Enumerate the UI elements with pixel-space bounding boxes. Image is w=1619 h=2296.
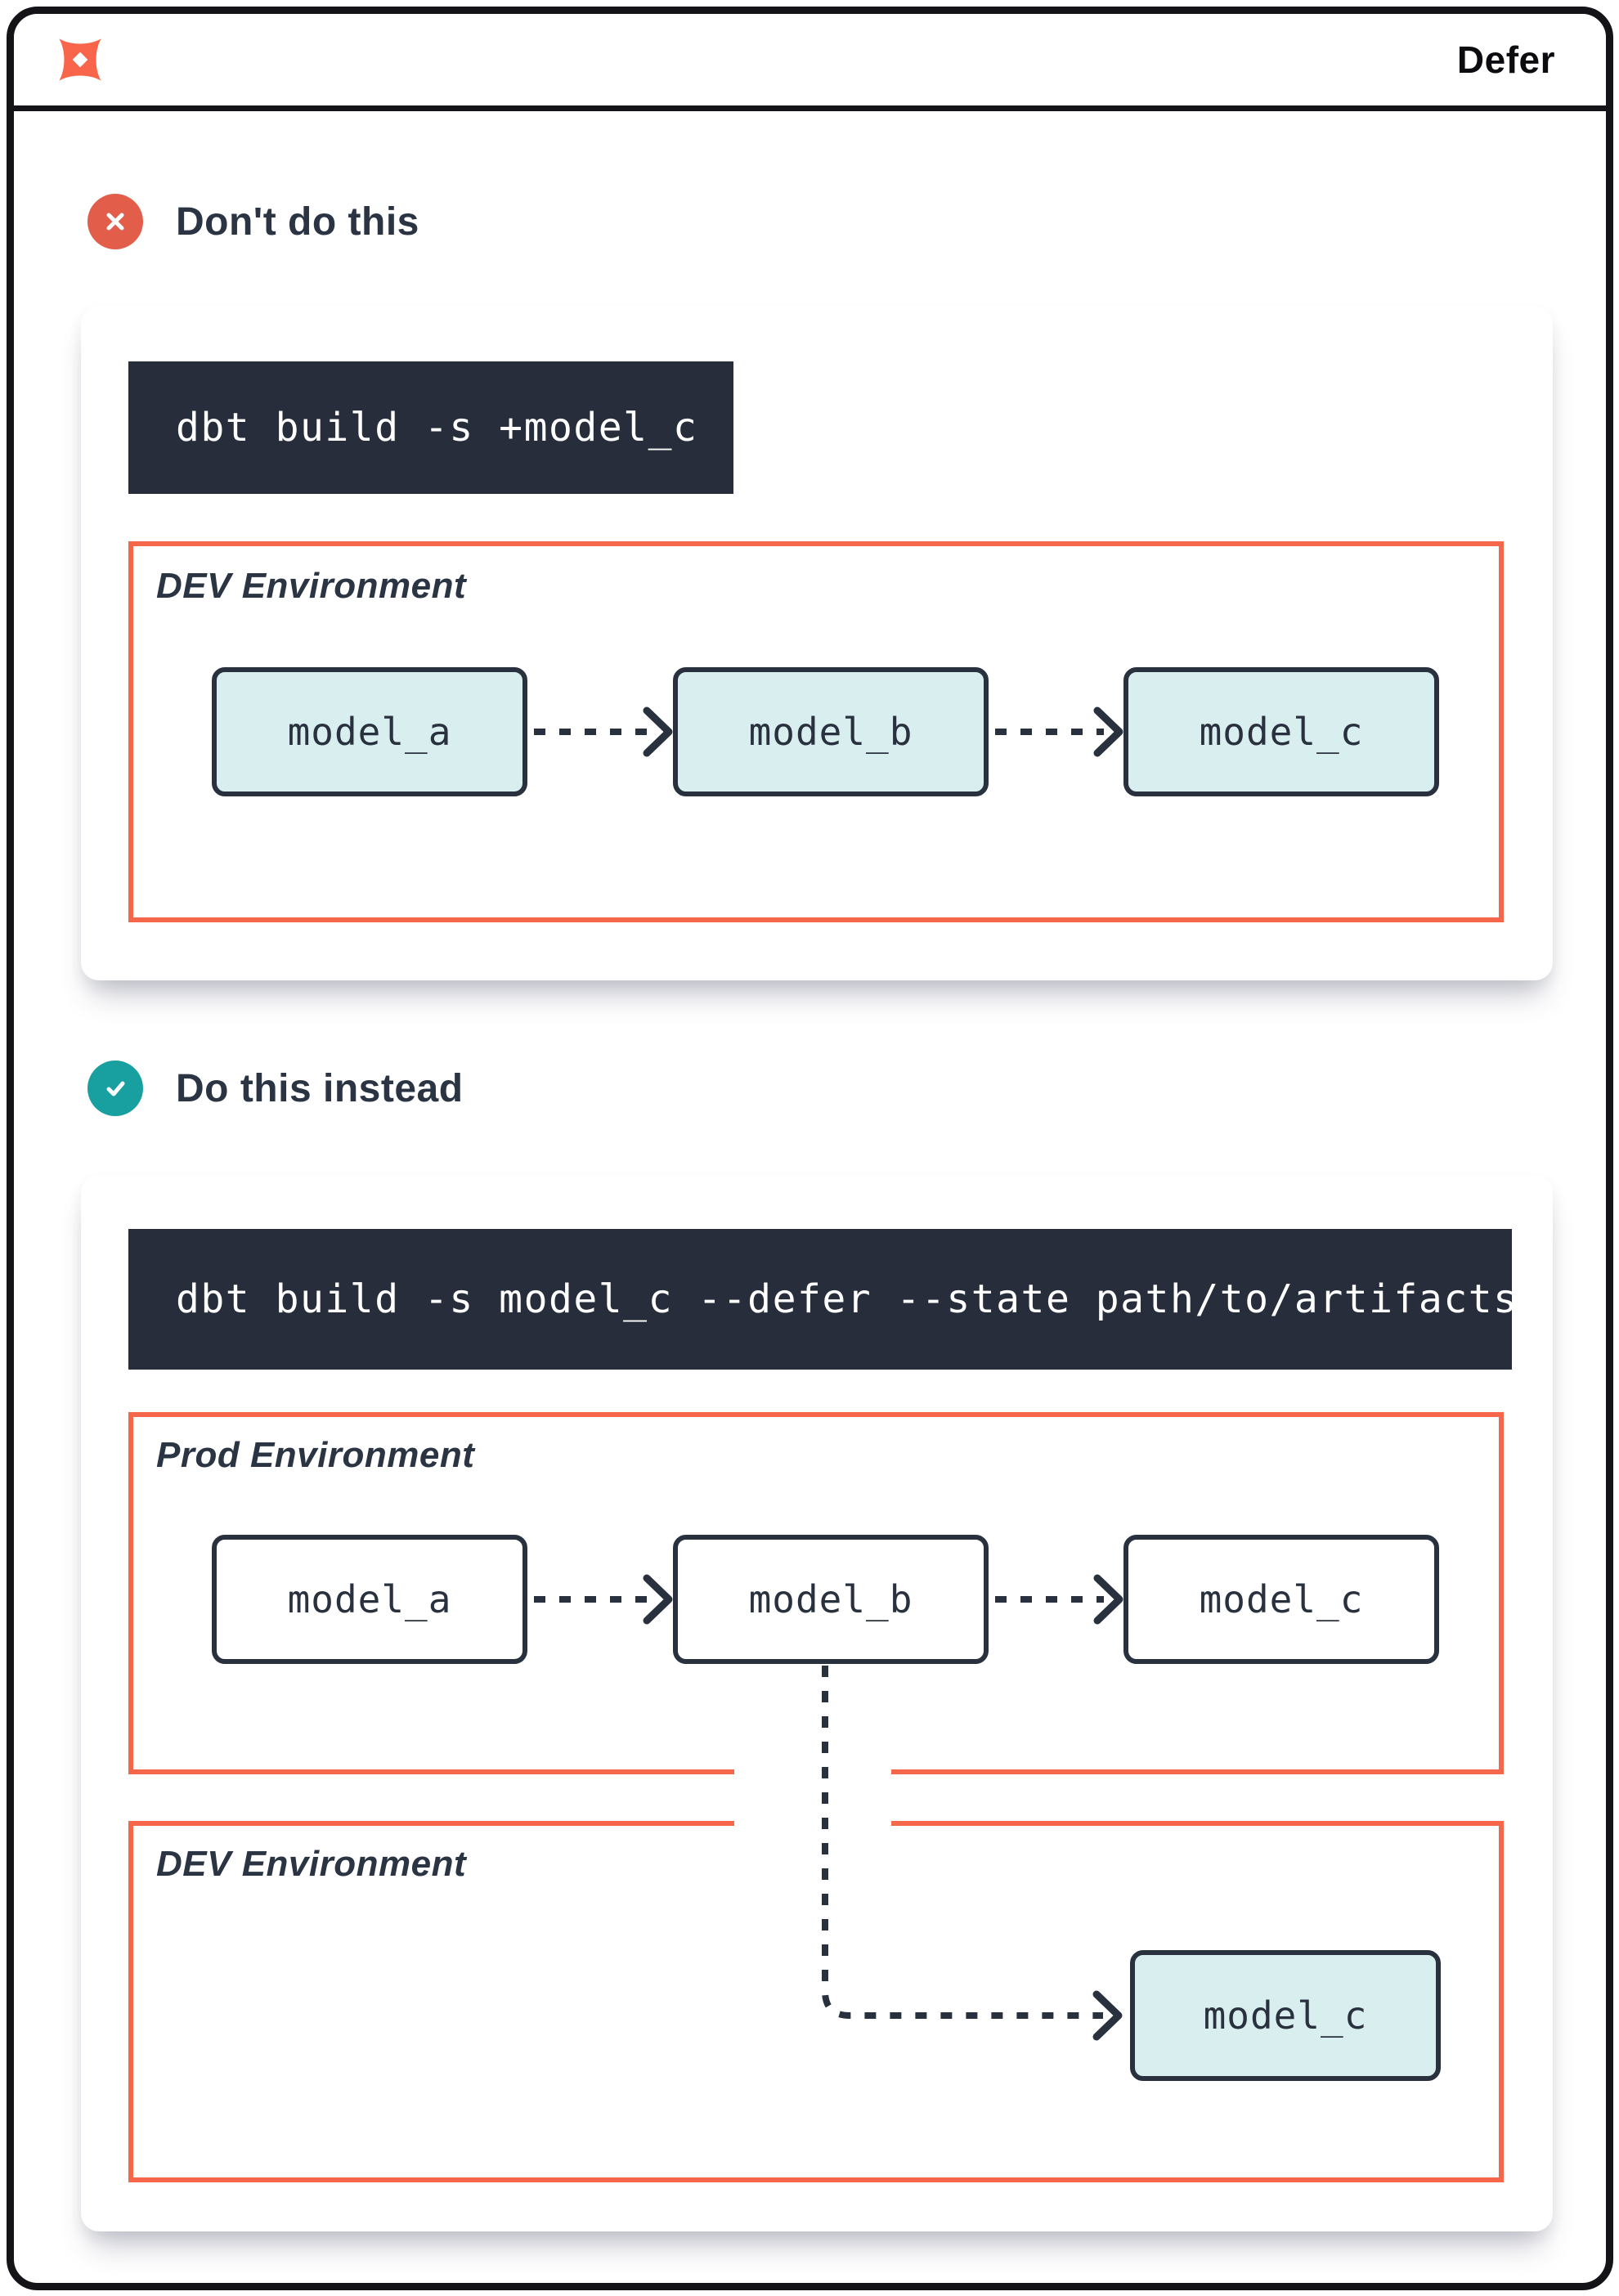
section-do-heading-row: Do this instead	[87, 1061, 464, 1116]
check-glyph	[106, 1081, 125, 1096]
card-do: dbt build -s model_c --defer --state pat…	[81, 1175, 1553, 2231]
command-code-block-dont: dbt build -s +model_c	[128, 361, 733, 494]
dbt-logo-icon	[59, 38, 101, 81]
window-title: Defer	[1456, 38, 1555, 81]
card-dont: dbt build -s +model_c DEV Environment mo…	[81, 306, 1553, 980]
env-label-dev-do: DEV Environment	[156, 1844, 467, 1884]
prod-border-gap	[734, 1764, 891, 1780]
model-node-prod-c: model_c	[1123, 1535, 1439, 1664]
title-bar: Defer	[14, 14, 1606, 111]
x-glyph	[106, 213, 124, 231]
model-node-prod-b: model_b	[673, 1535, 989, 1664]
command-code-block-do: dbt build -s model_c --defer --state pat…	[128, 1229, 1517, 1370]
env-label-dev-dont: DEV Environment	[156, 566, 467, 606]
model-node-prod-a: model_a	[212, 1535, 527, 1664]
model-node-b: model_b	[673, 667, 989, 796]
section-do-title: Do this instead	[176, 1066, 464, 1110]
model-node-a: model_a	[212, 667, 527, 796]
model-node-dev-c: model_c	[1130, 1950, 1441, 2081]
section-dont-heading-row: Don't do this	[87, 194, 419, 249]
model-node-c: model_c	[1123, 667, 1439, 796]
env-box-dev-dont	[128, 541, 1504, 922]
app-window: Defer Don't do this dbt build -s +model_…	[7, 7, 1613, 2290]
dev-border-gap	[734, 1814, 891, 1831]
env-label-prod: Prod Environment	[156, 1435, 475, 1475]
check-circle-icon	[87, 1061, 143, 1116]
x-circle-icon	[87, 194, 143, 249]
section-dont-title: Don't do this	[176, 200, 419, 244]
